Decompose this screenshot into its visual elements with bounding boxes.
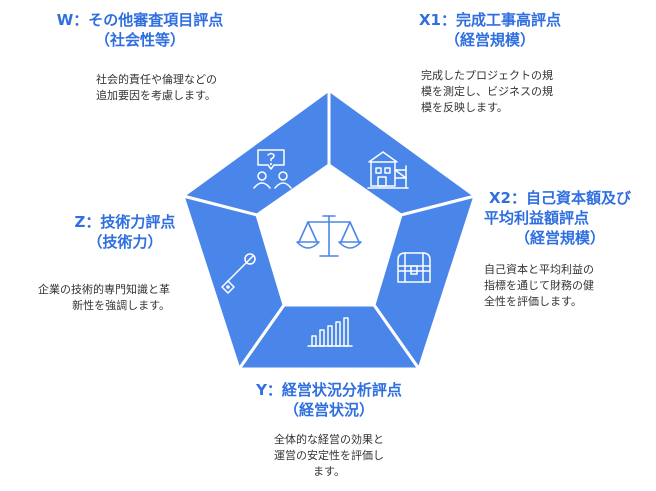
pentagon-segments <box>181 88 477 371</box>
people-question-icon <box>253 149 292 189</box>
section-w-title-line1: W：その他審査項目評点 <box>56 11 224 29</box>
section-w-description: 社会的責任や倫理などの 追加要因を考慮します。 <box>96 73 217 102</box>
building-construction-icon <box>367 151 409 189</box>
balance-scale-icon <box>296 215 362 257</box>
section-w-title-line2: （社会性等） <box>94 31 185 49</box>
section-y-description: 全体的な経営の効果と 運営の安定性を評価し ます。 <box>274 433 384 478</box>
section-z-title-line1: Z：技術力評点 <box>74 213 176 231</box>
section-z-title: Z：技術力評点 （技術力） <box>50 212 200 252</box>
section-x2-description: 自己資本と平均利益の 指標を通じて財務の健 全性を評価します。 <box>484 263 594 308</box>
section-x1-title: X1：完成工事高評点 （経営規模） <box>400 10 580 50</box>
section-x1-title-line2: （経営規模） <box>444 31 535 49</box>
section-z-description: 企業の技術的専門知識と革 新性を強調します。 <box>38 283 170 312</box>
section-y-title-line2: （経営状況） <box>283 401 374 419</box>
section-x2-title-line3: （経営規模） <box>514 229 605 247</box>
wrench-icon <box>221 253 256 294</box>
section-x2-title-line1: X2：自己資本額及び <box>488 189 631 207</box>
section-x1-title-line1: X1：完成工事高評点 <box>418 11 561 29</box>
bar-chart-icon <box>307 317 353 347</box>
section-y-title: Y：経営状況分析評点 （経営状況） <box>229 380 429 420</box>
section-x2-title: X2：自己資本額及び 平均利益額評点 （経営規模） <box>470 188 650 248</box>
section-z-title-line2: （技術力） <box>87 233 163 251</box>
section-x2-title-line2: 平均利益額評点 <box>484 209 590 227</box>
section-y-title-line1: Y：経営状況分析評点 <box>256 381 402 399</box>
section-w-title: W：その他審査項目評点 （社会性等） <box>20 10 260 50</box>
section-x1-description: 完成したプロジェクトの規 模を測定し、ビジネスの規 模を反映します。 <box>421 69 553 114</box>
treasure-chest-icon <box>397 252 431 283</box>
